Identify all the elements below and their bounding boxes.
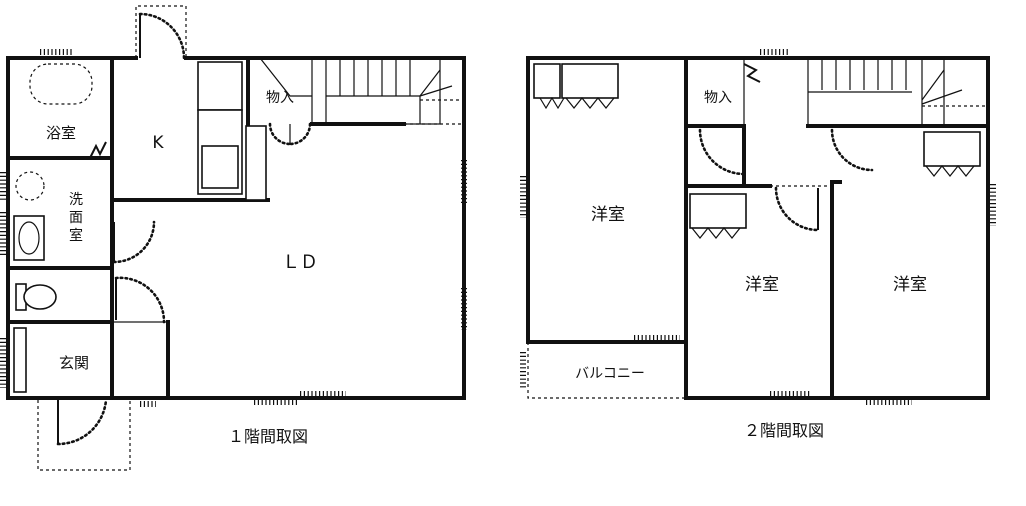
- floor1-plan: 浴室 K 物入 洗 面 室 ＬＤ 玄関 １階間取図: [0, 5, 467, 471]
- label-washroom-1: 洗: [69, 192, 83, 208]
- floor2-room-labels: 物入 洋室 洋室 洋室 バルコニー ２階間取図: [575, 90, 927, 440]
- label-living-dining: ＬＤ: [282, 252, 318, 273]
- floor2-closets: [533, 63, 981, 239]
- floor1-exterior-steps: [37, 5, 187, 471]
- label-storage-floor1: 物入: [266, 90, 294, 106]
- floor1-sanitary-fixtures: [13, 63, 169, 399]
- floor2-interior-walls: [684, 56, 990, 400]
- label-western-right: 洋室: [893, 275, 927, 295]
- floor2-windows: [520, 49, 996, 405]
- label-storage-floor2: 物入: [704, 90, 732, 106]
- floor2-doors: [698, 63, 874, 232]
- label-entrance: 玄関: [59, 354, 89, 372]
- label-bath: 浴室: [46, 124, 76, 142]
- label-western-middle: 洋室: [745, 275, 779, 295]
- floor1-doors: [56, 12, 312, 446]
- floor1-stairs: [259, 57, 462, 125]
- floor2-balcony: [527, 185, 832, 399]
- floor2-stairs: [807, 57, 986, 127]
- label-kitchen: K: [152, 133, 164, 153]
- floor2-outer-walls: [526, 56, 990, 400]
- floor1-room-labels: 浴室 K 物入 洗 面 室 ＬＤ 玄関 １階間取図: [46, 90, 318, 446]
- floor2-plan: 物入 洋室 洋室 洋室 バルコニー ２階間取図: [520, 49, 996, 440]
- label-washroom-2: 面: [69, 210, 83, 226]
- label-western-left: 洋室: [591, 205, 625, 225]
- floor1-kitchen-fixtures: [197, 61, 267, 201]
- floor1-caption: １階間取図: [228, 427, 308, 446]
- floor1-windows: [0, 49, 467, 407]
- label-balcony: バルコニー: [575, 366, 645, 382]
- floor2-caption: ２階間取図: [744, 421, 824, 440]
- label-washroom-3: 室: [69, 227, 83, 244]
